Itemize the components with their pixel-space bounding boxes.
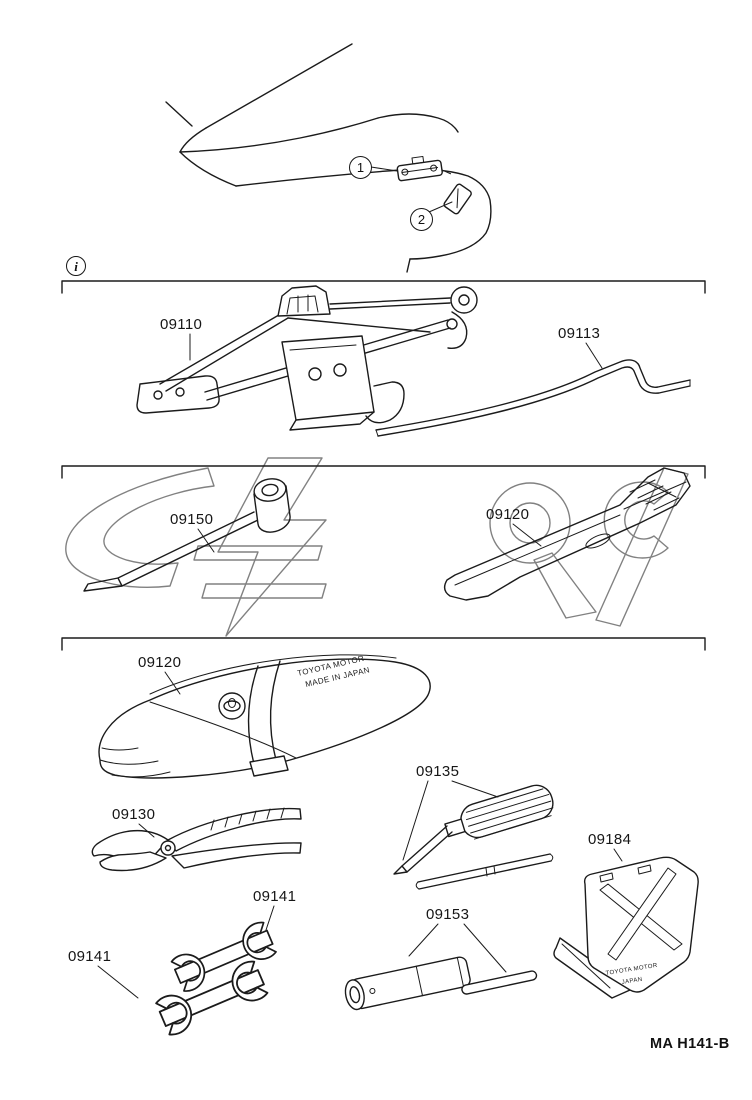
callout-info-badge: i — [66, 256, 86, 276]
watermark — [65, 457, 689, 637]
chock-brand-text-line2: JAPAN — [621, 977, 643, 986]
part-label-bag-flat: 09120 — [486, 506, 530, 523]
wheel-chock-drawing: TOYOTA MOTOR JAPAN — [553, 856, 699, 999]
flat-bag-drawing — [443, 467, 691, 601]
part-label-plug-wrench: 09153 — [426, 906, 470, 923]
plug-wrench-drawing — [344, 956, 538, 1011]
wrench-upper-drawing — [170, 921, 277, 992]
wrench-lower-drawing — [155, 960, 269, 1036]
lug-wrench-drawing — [83, 478, 291, 592]
section-bracket-2 — [61, 465, 706, 479]
screwdriver-drawing — [393, 784, 554, 890]
callout-2-badge: 2 — [410, 208, 433, 231]
section-bracket-1 — [61, 280, 706, 294]
label-leaders — [97, 333, 623, 999]
pliers-drawing — [91, 807, 302, 872]
callout-leaders — [370, 166, 453, 213]
part-label-pliers: 09130 — [112, 806, 156, 823]
callout-1-badge: 1 — [349, 156, 372, 179]
part-label-wrench-upper: 09141 — [253, 888, 297, 905]
jack-handle-drawing — [375, 359, 691, 437]
page-code: MA H141-B — [650, 1036, 730, 1052]
jack-drawing — [136, 285, 478, 431]
car-outline — [165, 43, 492, 273]
part-label-screwdriver: 09135 — [416, 763, 460, 780]
stowed-pouch-drawing — [443, 183, 472, 215]
part-label-chock: 09184 — [588, 831, 632, 848]
part-label-jack-handle: 09113 — [558, 325, 601, 342]
part-label-jack: 09110 — [160, 316, 203, 333]
part-label-bag-pouch: 09120 — [138, 654, 182, 671]
part-label-wrench-lower: 09141 — [68, 948, 112, 965]
section-bracket-3 — [61, 637, 706, 651]
stowed-jack-drawing — [396, 155, 452, 182]
tool-pouch-drawing: TOYOTA MOTOR MADE IN JAPAN — [98, 654, 431, 779]
part-label-lug-wrench: 09150 — [170, 511, 214, 528]
